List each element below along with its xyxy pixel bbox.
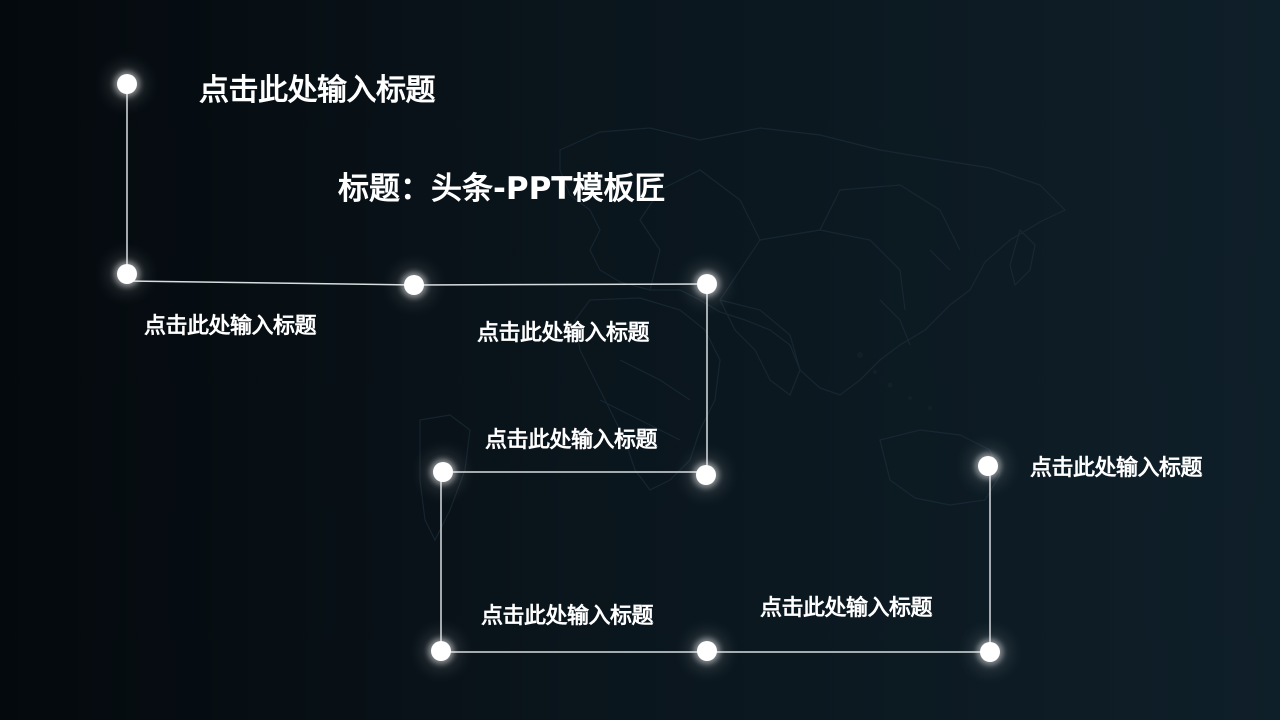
slide-title[interactable]: 标题：头条-PPT模板匠 <box>338 171 666 207</box>
node-dot <box>431 641 451 661</box>
node-dot <box>697 274 717 294</box>
node-dot <box>117 264 137 284</box>
node-dot <box>697 641 717 661</box>
connector-line <box>126 280 415 286</box>
heading-text[interactable]: 点击此处输入标题 <box>199 73 436 108</box>
step-label-6[interactable]: 点击此处输入标题 <box>760 596 933 621</box>
connector-line <box>413 283 708 286</box>
step-label-4[interactable]: 点击此处输入标题 <box>1030 456 1203 481</box>
step-label-3[interactable]: 点击此处输入标题 <box>485 428 658 453</box>
node-dot <box>980 642 1000 662</box>
step-label-5[interactable]: 点击此处输入标题 <box>481 604 654 629</box>
node-dot <box>433 462 453 482</box>
node-dot <box>404 275 424 295</box>
node-dot <box>978 456 998 476</box>
node-dot <box>696 465 716 485</box>
step-label-2[interactable]: 点击此处输入标题 <box>477 321 650 346</box>
node-dot <box>117 74 137 94</box>
step-label-1[interactable]: 点击此处输入标题 <box>144 314 317 339</box>
